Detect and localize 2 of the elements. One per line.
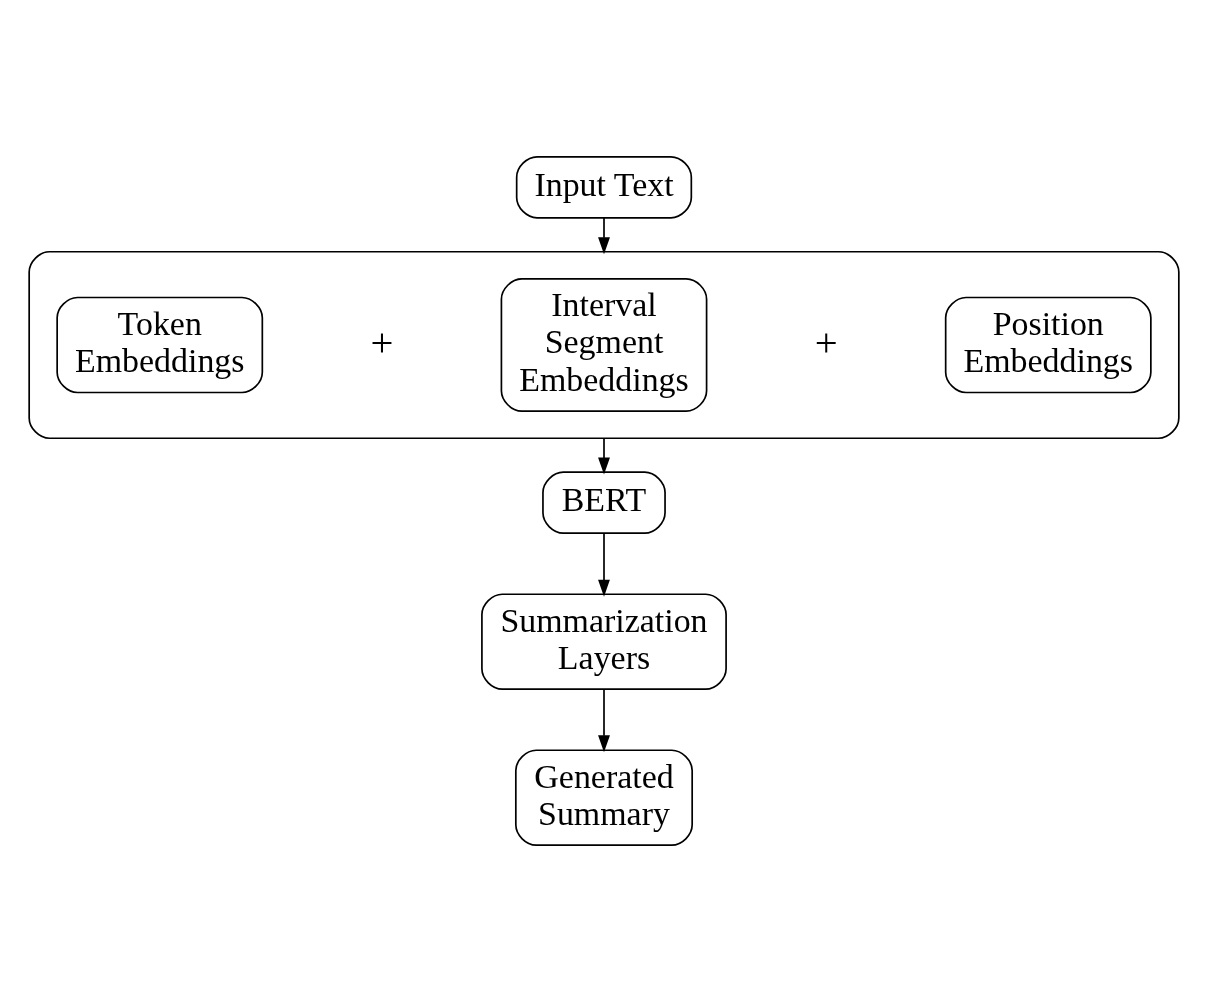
label: + <box>814 319 838 365</box>
label: + <box>370 319 394 365</box>
